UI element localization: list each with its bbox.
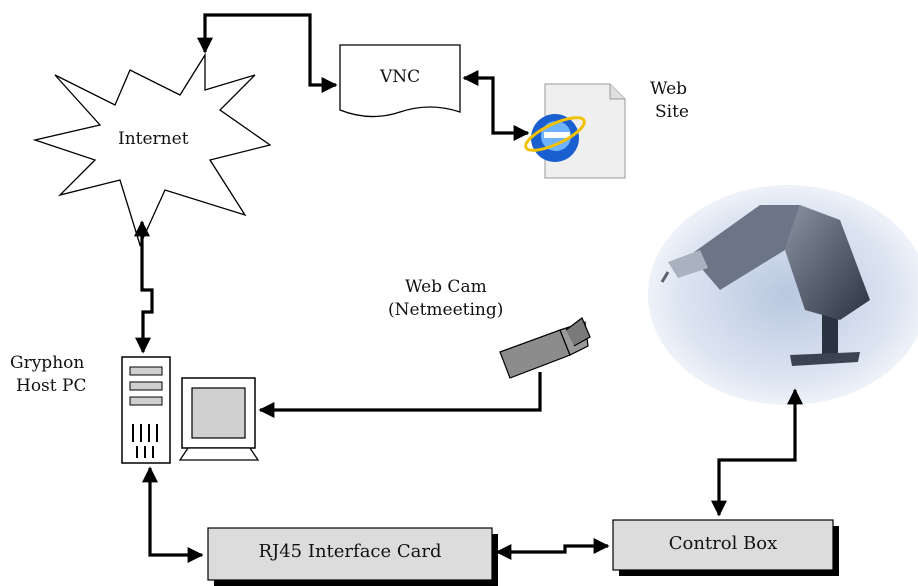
website-label-line1: Web <box>650 79 688 99</box>
robot-arm-image <box>648 185 918 405</box>
link-internet-hostpc <box>134 220 154 354</box>
link-controlbox-robot <box>711 388 803 517</box>
host-pc-label-line1: Gryphon <box>10 353 85 373</box>
webcam-icon <box>499 317 591 379</box>
website-icon <box>524 83 626 179</box>
link-internet-vnc <box>197 13 338 93</box>
link-webcam-monitor <box>258 372 542 418</box>
vnc-label: VNC <box>380 67 421 87</box>
vnc-document <box>339 44 461 118</box>
link-rj45-controlbox <box>495 538 610 560</box>
webcam-label-line2: (Netmeeting) <box>388 300 504 320</box>
host-pc-label-line2: Host PC <box>16 376 87 396</box>
webcam-label-line1: Web Cam <box>405 277 487 297</box>
host-pc-tower <box>121 356 171 464</box>
website-label-line2: Site <box>655 102 689 122</box>
rj45-label: RJ45 Interface Card <box>258 541 442 562</box>
internet-cloud <box>32 52 272 247</box>
internet-label: Internet <box>118 129 189 149</box>
control-box-label: Control Box <box>668 533 778 554</box>
control-box <box>612 519 839 576</box>
link-vnc-website <box>462 70 530 141</box>
monitor-icon <box>178 377 260 461</box>
link-hostpc-rj45 <box>142 466 204 563</box>
rj45-box <box>207 527 498 586</box>
